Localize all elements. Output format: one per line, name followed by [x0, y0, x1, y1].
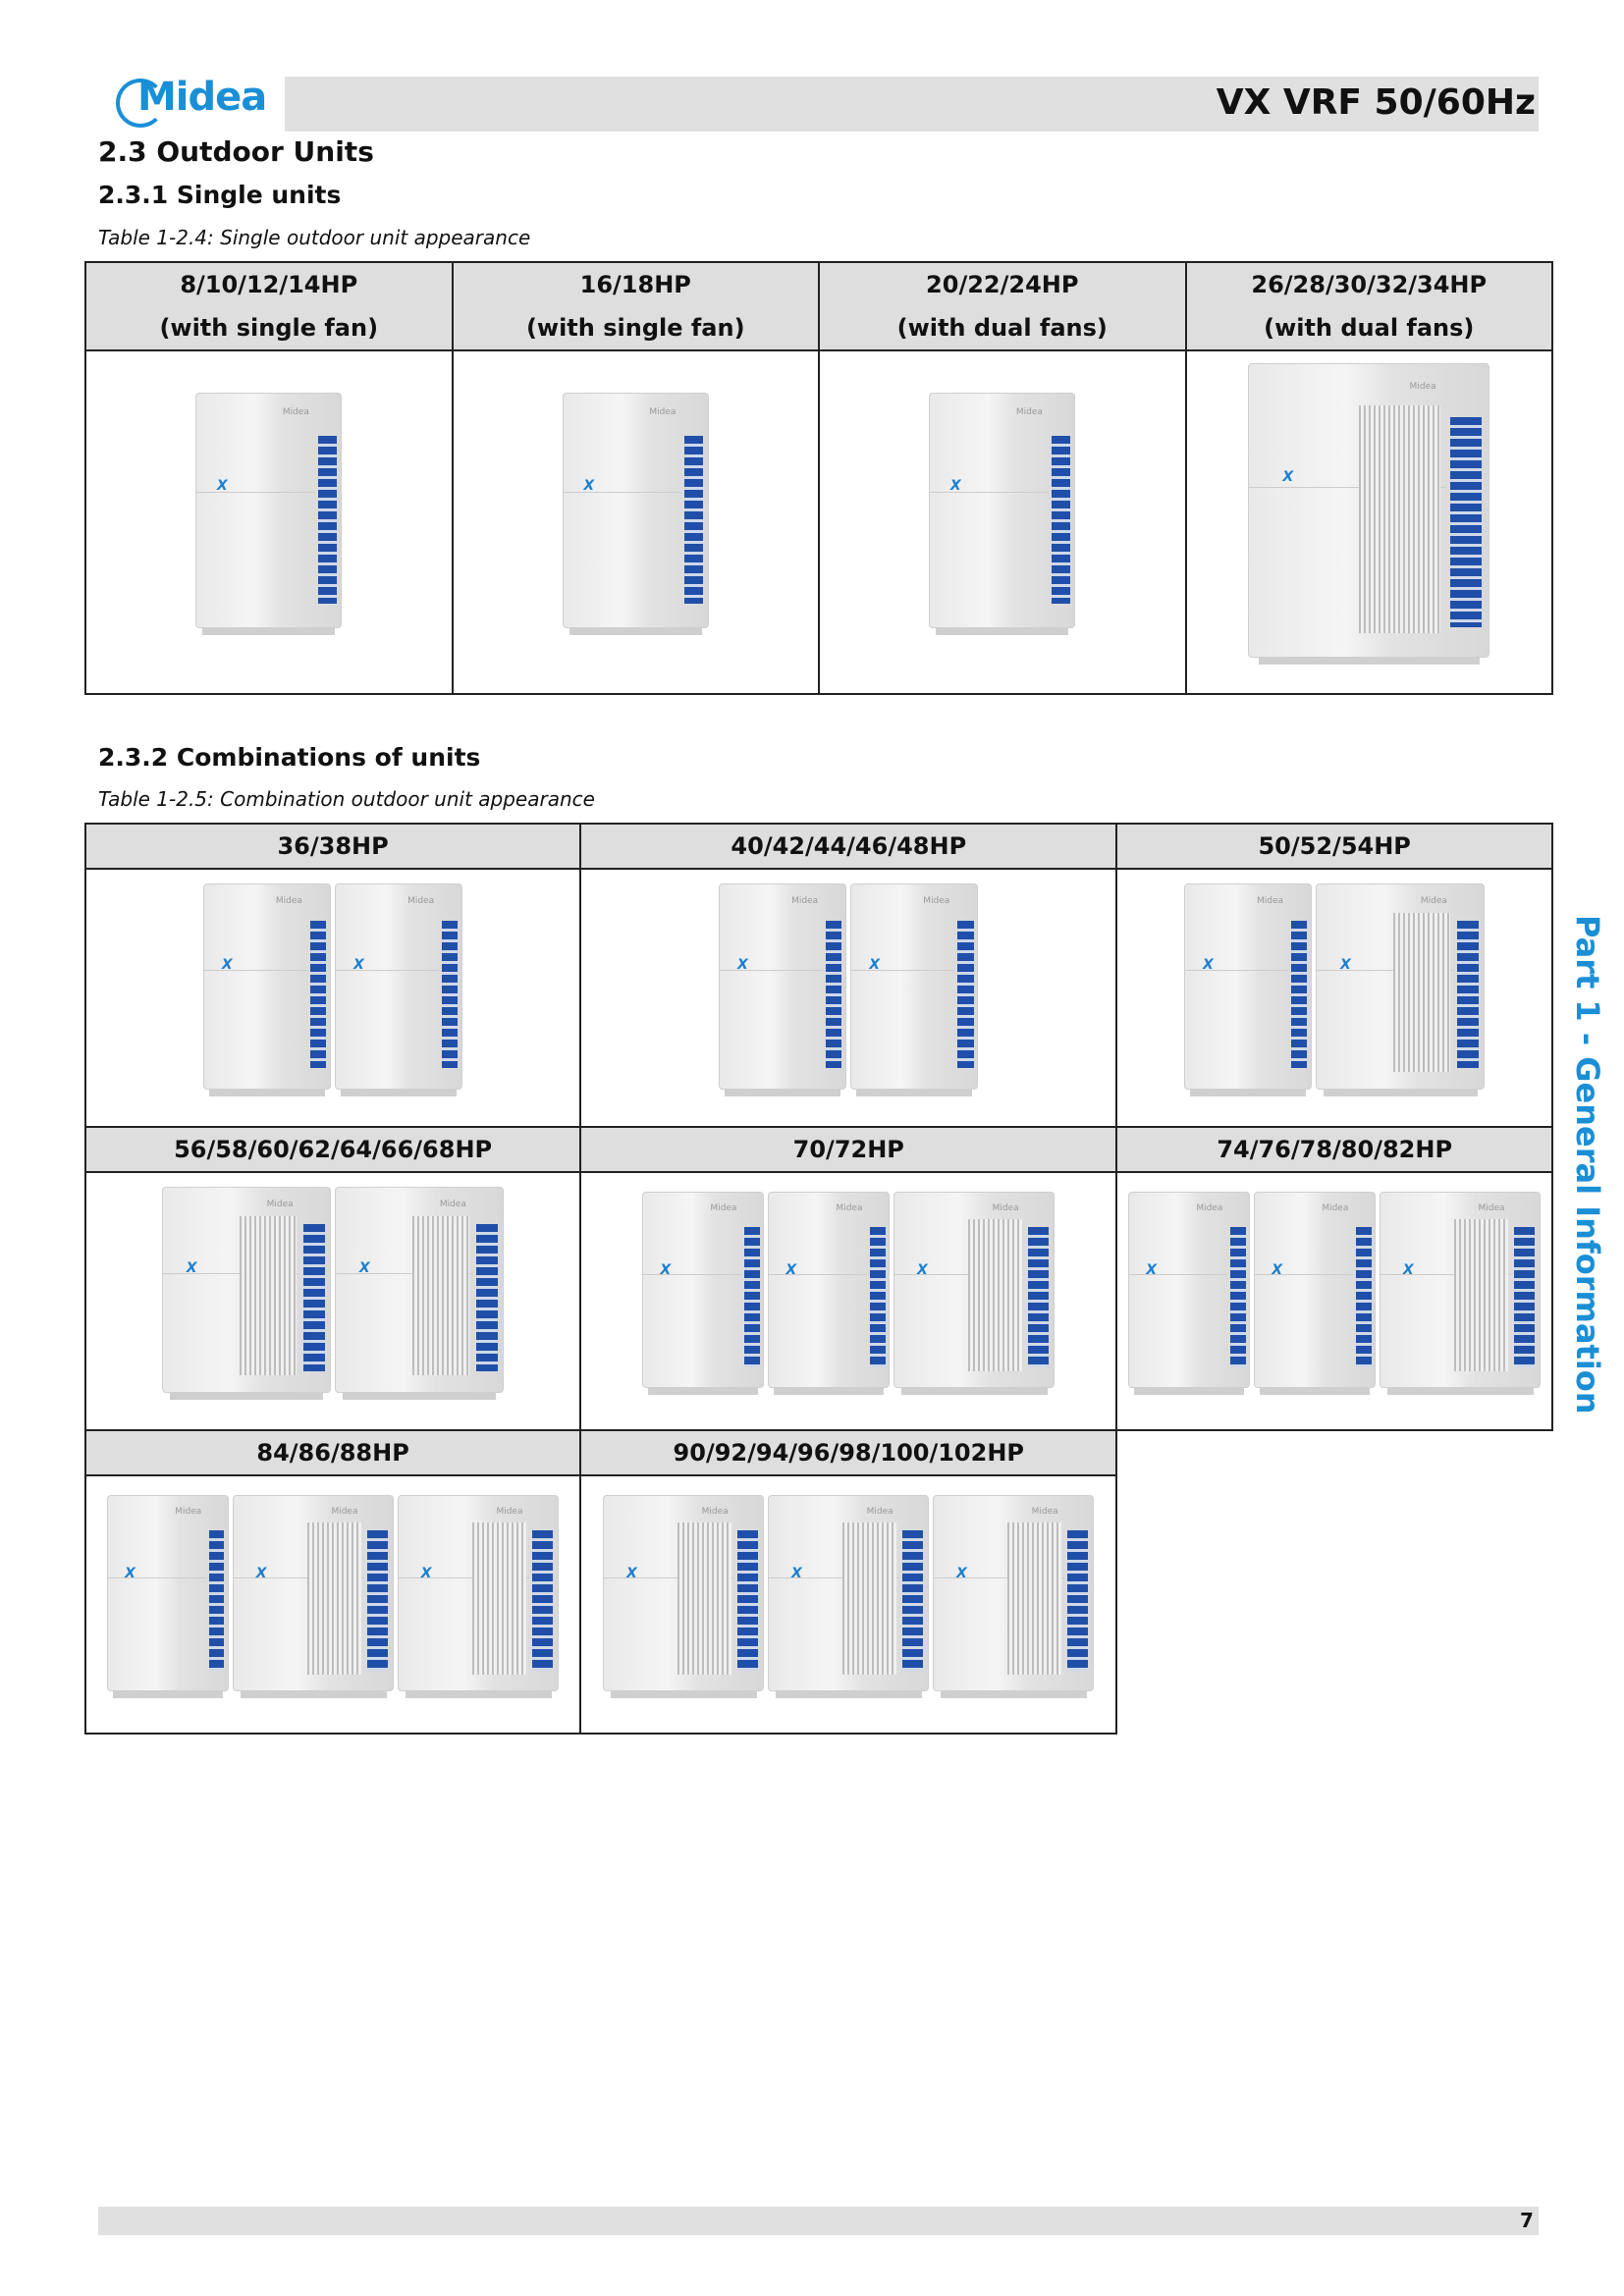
hp-range: 16/18HP	[579, 271, 691, 298]
midea-logo: Midea	[116, 75, 267, 128]
subsection-heading-single: 2.3.1 Single units	[98, 181, 342, 209]
combination-header: 50/52/54HP	[1115, 823, 1553, 870]
subsection-heading-combo: 2.3.2 Combinations of units	[98, 743, 481, 772]
header-bar	[285, 77, 1539, 132]
empty-cell	[1116, 1475, 1552, 1734]
page-number: 7	[1520, 2209, 1534, 2232]
combination-header: 56/58/60/62/64/66/68HP	[83, 1126, 582, 1173]
document-title: VX VRF 50/60Hz	[1216, 82, 1536, 123]
combination-header: 74/76/78/80/82HP	[1115, 1126, 1553, 1173]
column-header: 20/22/24HP (with dual fans)	[818, 261, 1187, 351]
empty-cell	[1116, 1430, 1552, 1475]
section-heading: 2.3 Outdoor Units	[98, 135, 374, 168]
hp-range: 26/28/30/32/34HP	[1251, 271, 1488, 298]
column-header: 26/28/30/32/34HP (with dual fans)	[1184, 261, 1553, 351]
table-caption-single: Table 1-2.4: Single outdoor unit appeara…	[98, 226, 531, 249]
table-caption-combo: Table 1-2.5: Combination outdoor unit ap…	[98, 787, 595, 811]
fan-type: (with dual fans)	[1264, 314, 1475, 342]
fan-type: (with single fan)	[159, 314, 379, 342]
combination-header: 84/86/88HP	[83, 1429, 582, 1476]
column-header: 8/10/12/14HP (with single fan)	[84, 261, 454, 351]
hp-range: 20/22/24HP	[926, 271, 1079, 298]
hp-range: 8/10/12/14HP	[180, 271, 358, 298]
fan-type: (with dual fans)	[896, 314, 1108, 342]
combination-header: 90/92/94/96/98/100/102HP	[579, 1429, 1118, 1476]
combination-header: 36/38HP	[83, 823, 582, 870]
single-units-table: 8/10/12/14HP (with single fan) 16/18HP (wit…	[84, 261, 1553, 695]
fan-type: (with single fan)	[525, 314, 745, 342]
combination-header: 40/42/44/46/48HP	[579, 823, 1118, 870]
side-part-label: Part 1 - General Information	[1569, 915, 1606, 1415]
column-header: 16/18HP (with single fan)	[451, 261, 820, 351]
combination-header: 70/72HP	[579, 1126, 1118, 1173]
footer-bar	[98, 2207, 1539, 2235]
